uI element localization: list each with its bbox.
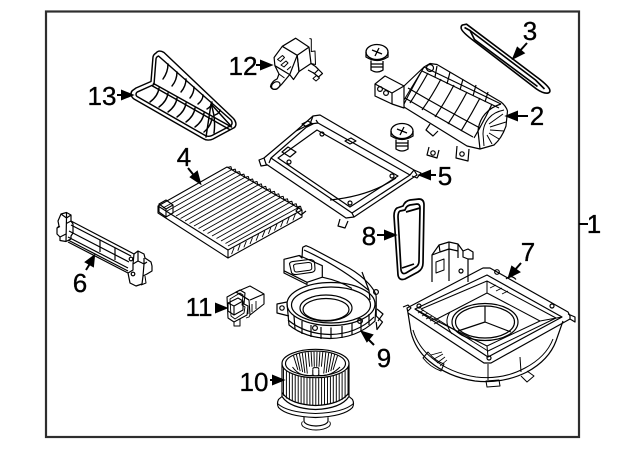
svg-text:1: 1 [587,209,601,239]
svg-text:6: 6 [73,268,87,298]
svg-text:10: 10 [240,367,269,397]
svg-text:4: 4 [177,142,191,172]
svg-text:12: 12 [229,51,258,81]
svg-text:2: 2 [530,101,544,131]
svg-text:7: 7 [521,237,535,267]
svg-text:13: 13 [88,81,117,111]
svg-text:3: 3 [523,16,537,46]
svg-text:9: 9 [377,343,391,373]
svg-text:5: 5 [438,161,452,191]
svg-text:11: 11 [186,292,213,322]
svg-text:8: 8 [362,221,376,251]
